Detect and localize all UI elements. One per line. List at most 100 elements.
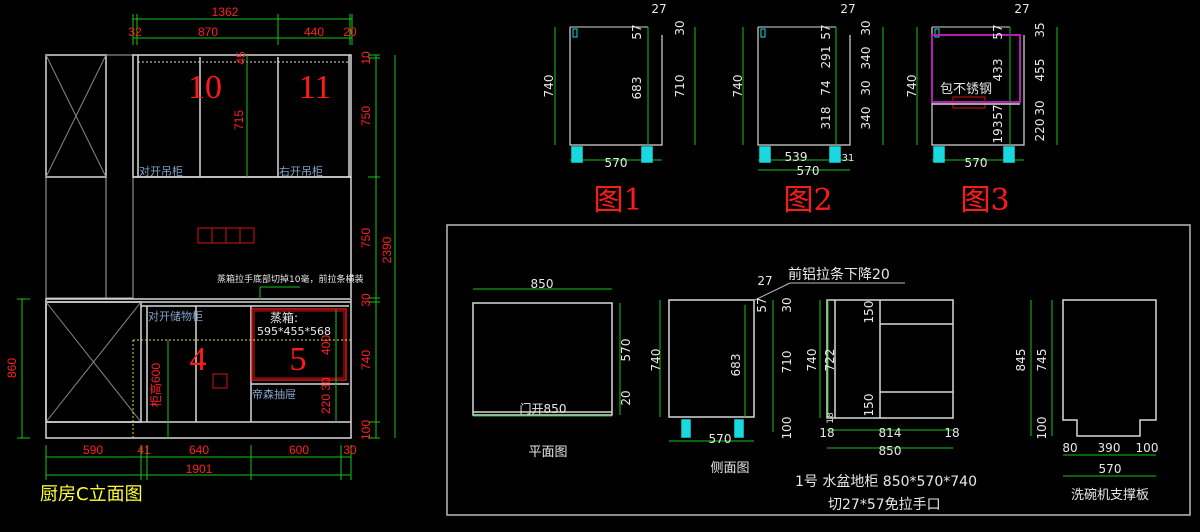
kitchen-elevation: 1362 32 870 440 20 10 11 45 715 对开吊柜 右开吊… <box>5 5 394 505</box>
dim: 740 <box>905 75 919 98</box>
dim: 100 <box>1136 441 1159 455</box>
dim: 27 <box>757 274 772 288</box>
dim: 31 <box>842 153 855 164</box>
figure-label: 图2 <box>783 183 832 218</box>
dim-top: 870 <box>198 25 218 39</box>
dim: 27 <box>840 2 855 16</box>
dim: 100 <box>780 417 794 440</box>
dim: 57 <box>991 24 1005 39</box>
cabinet-caption: 1号 水盆地柜 850*570*740 <box>795 474 977 490</box>
dim-overall-height: 2390 <box>380 236 394 263</box>
dim-total-top: 1362 <box>212 5 239 19</box>
dim: 220 <box>1033 119 1047 142</box>
side-rect <box>668 299 755 418</box>
dim: 18 <box>819 426 834 440</box>
hatch-area <box>105 54 134 299</box>
dim-bottom: 600 <box>289 443 309 457</box>
dim: 740 <box>731 75 745 98</box>
dim: 30 <box>780 297 794 312</box>
burner-box <box>239 227 255 244</box>
sink-cabinet-panel: 850 570 20 门开850 平面图 27 57 30 740 683 71… <box>520 266 977 513</box>
leg-icon <box>759 146 771 163</box>
dim: 683 <box>630 77 644 100</box>
dim: 35 <box>1033 22 1047 37</box>
leg-icon <box>933 146 945 163</box>
tall-cabinet <box>45 54 107 178</box>
dim: 390 <box>1098 441 1121 455</box>
dim: 30 <box>859 80 873 95</box>
leader-line <box>259 286 300 300</box>
cabinet-number: 5 <box>290 341 307 378</box>
burner-box <box>197 227 213 244</box>
dim: 57 <box>755 297 769 312</box>
dim: 18 <box>826 412 836 424</box>
leg-icon <box>829 146 841 163</box>
dim-total-bottom: 1901 <box>186 462 213 476</box>
leg-icon <box>641 146 653 163</box>
dim: 740 <box>649 349 663 372</box>
label-base-storage: 对开储物柜 <box>148 309 203 323</box>
dim: 722 <box>823 349 837 372</box>
dim: 570 <box>619 339 633 362</box>
dim: 80 <box>1062 441 1077 455</box>
dim-bottom: 30 <box>343 443 357 457</box>
figure-1: 27 57 30 740 683 710 570 图1 <box>542 2 687 218</box>
dim: 30 <box>673 20 687 35</box>
dim: 340 <box>859 107 873 130</box>
dim: 570 <box>605 156 628 170</box>
figure-2: 27 57 30 740 291 74 318 340 30 340 539 3… <box>731 2 873 218</box>
dim: 318 <box>819 107 833 130</box>
dim-bottom: 590 <box>83 443 103 457</box>
clip-icon <box>760 28 766 38</box>
stainless-note: 包不锈钢 <box>940 82 992 97</box>
dim: 57 <box>991 104 1005 119</box>
dim-right: 750 <box>359 228 373 248</box>
stainless-box <box>931 34 1021 103</box>
cross-line <box>45 301 142 423</box>
dim: 570 <box>797 164 820 178</box>
dim-bottom: 41 <box>137 443 151 457</box>
leg-icon <box>571 146 583 163</box>
small-square <box>212 373 228 389</box>
board-outline <box>1062 299 1157 437</box>
dim-top: 20 <box>343 25 357 39</box>
dim-height-600: 柜高600 <box>148 363 163 407</box>
cabinet-number: 4 <box>190 341 207 378</box>
dim-bottom: 640 <box>189 443 209 457</box>
dim: 18 <box>944 426 959 440</box>
dim: 433 <box>991 59 1005 82</box>
dim: 150 <box>862 301 876 324</box>
figure-label: 图1 <box>593 183 642 218</box>
cross-line <box>45 54 107 178</box>
label-drawer: 帝森抽屉 <box>252 387 296 401</box>
dim-top: 32 <box>128 25 142 39</box>
dim-inner: 715 <box>232 110 246 130</box>
linework <box>17 14 1191 516</box>
leg-icon <box>734 419 744 438</box>
plan-rect <box>472 302 613 416</box>
plan-title: 平面图 <box>528 445 567 460</box>
dim: 100 <box>1035 417 1049 440</box>
dim: 57 <box>819 24 833 39</box>
dim-right: 750 <box>359 106 373 126</box>
dim-inner: 45 <box>234 51 248 65</box>
dim: 57 <box>630 24 644 39</box>
dim: 745 <box>1035 349 1049 372</box>
dim: 740 <box>542 75 556 98</box>
dim: 74 <box>819 80 833 95</box>
elevation-title: 厨房C立面图 <box>40 484 143 505</box>
side-title: 侧面图 <box>710 461 749 476</box>
dim: 740 <box>805 349 819 372</box>
cabinet-number: 10 <box>188 69 222 106</box>
cabinet-caption-2: 切27*57免拉手口 <box>828 497 941 513</box>
label-wall-right: 右开吊柜 <box>279 164 323 178</box>
dim: 30 <box>859 20 873 35</box>
dim: 710 <box>673 75 687 98</box>
dim: 27 <box>1014 2 1029 16</box>
cabinet-number: 11 <box>299 69 332 106</box>
dim: 539 <box>785 150 808 164</box>
dim: 570 <box>1099 462 1122 476</box>
dim: 850 <box>531 277 554 291</box>
panel-frame <box>446 224 1191 516</box>
